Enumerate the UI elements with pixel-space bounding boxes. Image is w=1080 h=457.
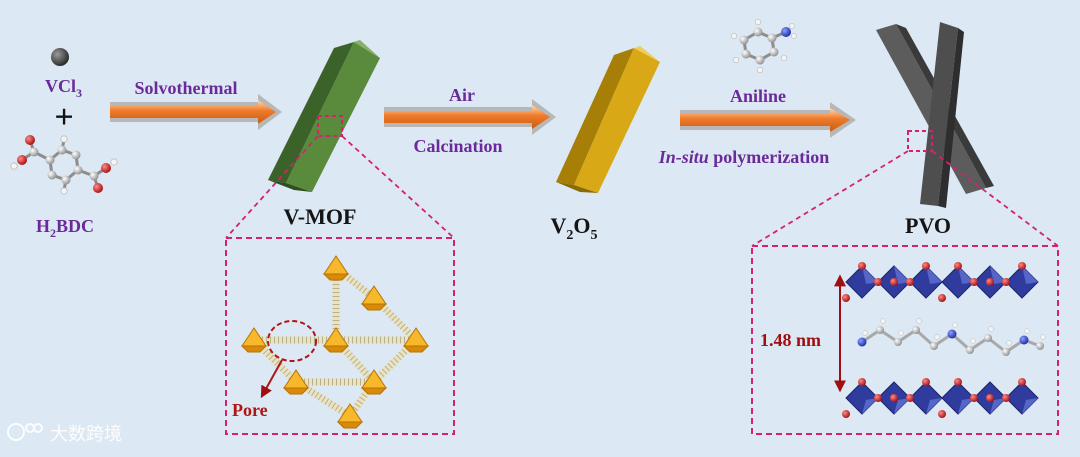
pvo-structure-inset <box>751 245 1059 435</box>
interlayer-spacing-label: 1.48 nm <box>760 330 821 350</box>
calcination-arrow <box>384 99 556 135</box>
v2o5-label: V2O5 <box>550 213 597 243</box>
pore-marker <box>267 320 317 362</box>
watermark-logo-icon <box>7 423 43 441</box>
polyaniline-chain-icon <box>857 318 1046 356</box>
pore-pointer <box>260 359 283 399</box>
air-label: Air <box>449 85 475 105</box>
vmof-label: V-MOF <box>284 204 357 229</box>
mof-framework-icon <box>240 255 430 429</box>
vcl3-sphere-icon <box>51 48 69 66</box>
mof-structure-inset <box>225 237 455 435</box>
polymerization-arrow <box>680 102 856 138</box>
vanadium-oxide-layers-icon <box>842 262 1039 418</box>
vcl3-label: VCl3 <box>45 76 82 100</box>
pore-label: Pore <box>232 400 268 420</box>
pvo-rods <box>876 22 994 208</box>
aniline-label: Aniline <box>730 86 786 106</box>
zoom-guides <box>225 135 1059 247</box>
watermark-text: 大数跨境 <box>50 424 122 445</box>
pvo-zoom-box <box>907 130 933 152</box>
calcination-label: Calcination <box>413 136 502 156</box>
h2bdc-molecule-icon <box>10 135 118 195</box>
plus-sign: + <box>54 99 73 136</box>
aniline-molecule-icon <box>730 18 797 74</box>
v2o5-rod <box>556 46 660 193</box>
solvothermal-arrow <box>110 94 282 130</box>
solvothermal-label: Solvothermal <box>135 78 238 98</box>
insitu-label: In-situ polymerization <box>658 147 830 167</box>
h2bdc-label: H2BDC <box>36 216 94 240</box>
vmof-rod <box>268 40 380 192</box>
pvo-label: PVO <box>905 213 951 238</box>
vmof-zoom-box <box>317 115 343 137</box>
